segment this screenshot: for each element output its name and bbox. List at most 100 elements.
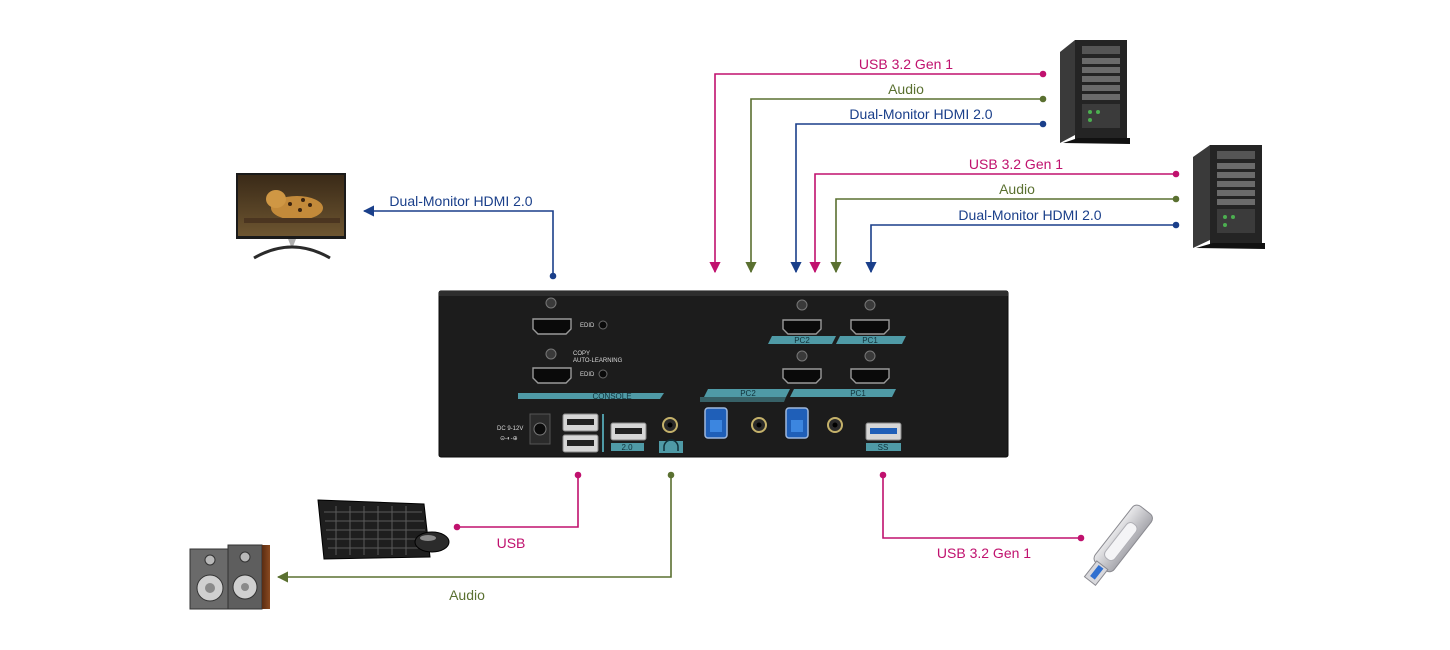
- mouse-body: [414, 531, 450, 553]
- label-pc2-video: Dual-Monitor HDMI 2.0: [958, 207, 1101, 223]
- wire-monitor: [362, 205, 554, 276]
- speaker-right-side: [262, 545, 270, 609]
- screw-icon: [545, 297, 557, 309]
- label-monitor: Dual-Monitor HDMI 2.0: [389, 193, 532, 209]
- dot-console-audio: [667, 471, 675, 479]
- hdmi-port-icon[interactable]: [532, 367, 572, 384]
- leopard-spot: [298, 208, 302, 212]
- speaker-right-tweeter: [239, 551, 251, 563]
- pc1-bay: [1082, 67, 1120, 73]
- audio-jack-hole: [667, 422, 673, 428]
- pc2-band-top: [768, 336, 836, 344]
- usb3-logo: SS: [878, 443, 889, 452]
- wire-pc1-audio: [745, 98, 1043, 274]
- wire-pc2-video: [865, 224, 1176, 274]
- pc2-band-bottom: [704, 389, 790, 397]
- dot-monitor: [549, 272, 557, 280]
- speakers-icon: [189, 544, 270, 610]
- usb-a-port-tongue: [615, 428, 642, 434]
- screw-icon: [796, 350, 808, 362]
- keyboard-keys: [324, 506, 427, 555]
- pc1-led: [1088, 110, 1092, 114]
- pc1-bay: [1082, 76, 1120, 82]
- label-keyboard-mouse: USB: [497, 535, 526, 551]
- dot-console-usb: [574, 471, 582, 479]
- dot-flash-drive: [1077, 534, 1085, 542]
- pc1-band-bottom: [790, 389, 896, 397]
- hdmi-port-icon[interactable]: [782, 319, 822, 335]
- speaker-left-cone: [205, 583, 215, 593]
- pc-hdmi-ports: [782, 319, 890, 384]
- edid-button[interactable]: [598, 369, 608, 379]
- usb-b-port-inner: [791, 420, 803, 432]
- hdmi-port-icon[interactable]: [850, 319, 890, 335]
- usb2-logo: 2.0: [621, 443, 633, 452]
- pc2-feet: [1196, 243, 1265, 249]
- speaker-left-tweeter: [204, 554, 216, 566]
- pc2-side: [1193, 145, 1210, 248]
- wire-pc1-video: [790, 123, 1043, 274]
- wire-flash-drive: [882, 475, 1081, 539]
- wire-keyboard-mouse: [457, 475, 579, 528]
- dc-polarity-icon: ⊝‑◐‑⊕: [500, 436, 518, 442]
- drive-slide: [1104, 522, 1138, 562]
- leopard-spot: [301, 198, 305, 202]
- wires: [276, 73, 1176, 583]
- monitor-neck: [288, 239, 296, 249]
- label-pc1-audio: Audio: [888, 81, 924, 97]
- edid-button[interactable]: [598, 320, 608, 330]
- pc1-vent: [1082, 46, 1120, 54]
- label-pc2-audio: Audio: [999, 181, 1035, 197]
- pc2-led: [1223, 223, 1227, 227]
- console-hdmi-ports: EDID EDID COPY AUTO-LEARNING: [532, 318, 623, 384]
- usb-flash-drive-icon: [1083, 504, 1153, 586]
- pc2-led: [1223, 215, 1227, 219]
- pc2-band-drop: [700, 397, 786, 402]
- label-pc2-usb: USB 3.2 Gen 1: [969, 156, 1063, 172]
- pc1-band-top: [836, 336, 906, 344]
- wire-dots: [453, 70, 1180, 542]
- dot-pc1-audio: [1039, 95, 1047, 103]
- monitor-stand: [253, 245, 331, 260]
- pc2-vent: [1217, 151, 1255, 159]
- pc1-bay: [1082, 94, 1120, 100]
- pc1-led: [1096, 110, 1100, 114]
- screw-icon: [796, 299, 808, 311]
- hdmi-port-icon[interactable]: [532, 318, 572, 335]
- copy-label: COPY: [573, 351, 590, 357]
- pc1-label: PC1: [862, 336, 878, 345]
- monitor-icon: [236, 173, 346, 260]
- label-speakers: Audio: [449, 587, 485, 603]
- label-pc1-video: Dual-Monitor HDMI 2.0: [849, 106, 992, 122]
- usb2-badge: [611, 443, 644, 451]
- dot-keyboard: [453, 523, 461, 531]
- auto-learning-label: AUTO-LEARNING: [573, 358, 623, 364]
- usb-b-ports: [704, 407, 809, 439]
- headphone-badge: [659, 441, 683, 453]
- console-usb-ports: 2.0: [562, 413, 647, 453]
- kvm-top-edge: [439, 291, 1008, 296]
- audio-jack-hole: [832, 422, 838, 428]
- usb-a-port-tongue: [567, 440, 594, 446]
- dc-label: DC 9-12V: [497, 426, 523, 432]
- pc-tower-icon: [1060, 40, 1130, 144]
- usb3-port-tongue: [870, 428, 897, 434]
- screws: [545, 297, 876, 362]
- audio-jack-hole: [756, 422, 762, 428]
- dot-pc2-video: [1172, 221, 1180, 229]
- drive-plug-insert: [1090, 564, 1104, 580]
- mouse-icon: [414, 531, 450, 553]
- usb-b-port-inner: [710, 420, 722, 432]
- wire-pc2-usb: [809, 173, 1176, 274]
- wire-pc1-usb: [709, 73, 1043, 274]
- pc2-bay: [1217, 181, 1255, 187]
- pc2-label: PC2: [740, 389, 756, 398]
- hdmi-port-icon[interactable]: [782, 368, 822, 384]
- hdmi-port-icon[interactable]: [850, 368, 890, 384]
- wire-pc2-audio: [830, 198, 1176, 274]
- dc-jack-icon[interactable]: [533, 422, 547, 436]
- keyboard-icon: [317, 499, 431, 560]
- usb3-badge: [866, 443, 901, 451]
- pc1-bay: [1082, 58, 1120, 64]
- branch: [244, 218, 340, 223]
